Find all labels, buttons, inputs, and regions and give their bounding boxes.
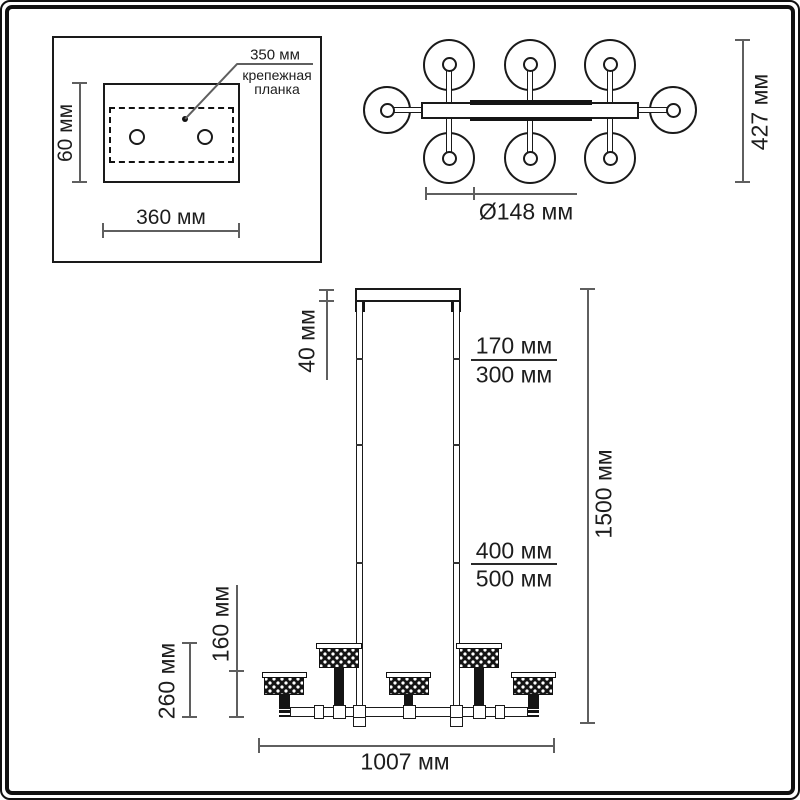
dim-shade-height-line (236, 585, 238, 718)
elbow-slit (278, 713, 291, 715)
lamp-hub (522, 56, 538, 72)
bar-end-elbow (279, 694, 290, 717)
mounting-hole-right (197, 129, 213, 145)
label-plate-width: 360 мм (136, 206, 206, 229)
dim-shade-diameter-line (426, 193, 577, 195)
dim-fixture-height-line (189, 643, 191, 718)
dim-tick (319, 289, 334, 291)
dim-tick (102, 223, 104, 238)
bar-junction (313, 705, 324, 719)
dim-tick (182, 716, 197, 718)
bar-junction (402, 705, 416, 719)
bar-end-elbow (528, 694, 539, 717)
label-shade-diameter: Ø148 мм (478, 198, 574, 225)
suspension-rod-left (356, 302, 363, 708)
dim-plate-height-line (79, 83, 81, 183)
dim-plate-width-line (103, 230, 240, 232)
dim-tick (72, 82, 87, 84)
bar-junction (332, 705, 346, 719)
elbow-slit (527, 713, 540, 715)
bar-led-strip (470, 116, 592, 121)
lamp-hub (441, 56, 457, 72)
bar-junction (472, 705, 486, 719)
lamp-hub (602, 150, 618, 166)
dim-canopy-height-line (326, 290, 328, 380)
dim-overall-height-line (587, 289, 589, 724)
dim-tick (580, 288, 595, 290)
label-bracket-length: 350 мм (250, 46, 300, 64)
rod-joint (356, 358, 363, 360)
dim-tick (229, 716, 244, 718)
dim-tick (229, 670, 244, 672)
bracket-dashed-outline (109, 107, 234, 163)
label-rod-upper-a: 170 мм (475, 332, 553, 359)
dim-tick (425, 187, 427, 200)
dim-tick (238, 223, 240, 238)
lamp-arm (527, 70, 533, 104)
rod-joint (356, 444, 363, 446)
bracket-caption-line2: планка (254, 81, 300, 97)
dim-tick (182, 642, 197, 644)
label-bracket-caption: крепежная планка (237, 68, 317, 96)
shade-stem (474, 667, 484, 708)
dim-top-width-line (742, 40, 744, 183)
bar-led-strip (470, 100, 592, 105)
rod-bottom-tab (450, 717, 463, 727)
lamp-hub (665, 102, 681, 118)
rod-joint (356, 562, 363, 564)
label-rod-upper-b: 300 мм (475, 361, 553, 388)
bracket-label-underline (237, 63, 313, 65)
fraction-line (471, 359, 557, 361)
suspension-rod-right (453, 302, 460, 708)
rod-bottom-tab (353, 717, 366, 727)
lamp-arm (607, 117, 613, 153)
ceiling-canopy (355, 288, 461, 302)
lamp-hub (522, 150, 538, 166)
dim-tick (553, 738, 555, 753)
mounting-hole-left (129, 129, 145, 145)
lamp-arm (607, 70, 613, 104)
bracket-caption-line1: крепежная (242, 67, 312, 83)
lamp-arm (392, 107, 422, 113)
lamp-arm (527, 117, 533, 153)
dim-tick (72, 181, 87, 183)
elbow-slit (527, 708, 540, 710)
lamp-arm (638, 107, 668, 113)
shade (264, 677, 304, 695)
shade-stem (334, 667, 344, 708)
lamp-hub (379, 102, 395, 118)
shade-stem (404, 694, 413, 708)
dim-tick (735, 181, 750, 183)
rod-joint (453, 562, 460, 564)
elbow-slit (278, 708, 291, 710)
fraction-line (471, 563, 557, 565)
dim-tick (580, 722, 595, 724)
dim-tick (319, 300, 334, 302)
label-rod-lower-b: 500 мм (475, 565, 553, 592)
label-overall-length: 1007 мм (360, 748, 450, 775)
lamp-hub (441, 150, 457, 166)
mounting-plate-outline (103, 83, 240, 183)
bar-junction (494, 705, 505, 719)
rod-joint (453, 358, 460, 360)
dim-tick (735, 39, 750, 41)
lamp-arm (446, 117, 452, 153)
rod-joint (453, 444, 460, 446)
lamp-arm (446, 70, 452, 104)
dim-tick (473, 187, 475, 200)
page-border-inner (5, 5, 795, 795)
dim-tick (258, 738, 260, 753)
label-rod-lower-a: 400 мм (475, 537, 553, 564)
lamp-hub (602, 56, 618, 72)
dim-overall-length-line (259, 745, 555, 747)
